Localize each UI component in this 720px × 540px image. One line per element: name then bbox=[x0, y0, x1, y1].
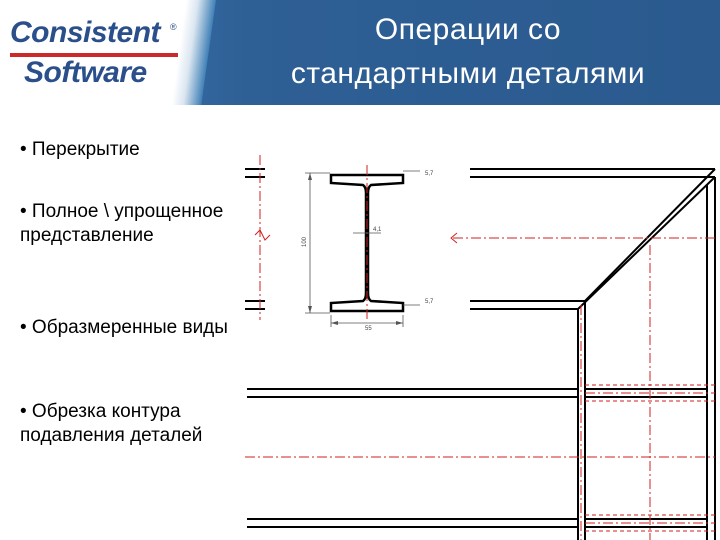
technical-drawing: 100 55 5,7 4,1 5,7 bbox=[245, 155, 716, 540]
slide-title-line2: стандартными деталями bbox=[290, 57, 646, 90]
dim-web-label: 4,1 bbox=[373, 227, 382, 233]
logo-trademark: ® bbox=[170, 22, 177, 32]
dimension-lines bbox=[305, 170, 420, 327]
slide-title: Операции со стандартными деталями bbox=[228, 8, 708, 96]
slide-title-line1: Операции со bbox=[374, 13, 562, 46]
bullet-dimensioned-views: • Образмеренные виды bbox=[20, 317, 228, 338]
dim-flange-bottom-label: 5,7 bbox=[425, 299, 434, 305]
bullet-contour-trim: • Обрезка контура подавления деталей bbox=[20, 401, 203, 446]
corner-beam bbox=[577, 168, 716, 540]
dimension-arrows bbox=[308, 173, 403, 325]
logo-text-consistent: Consistent bbox=[10, 16, 161, 49]
dim-width-label: 55 bbox=[365, 326, 372, 332]
logo-text-software: Software bbox=[24, 56, 147, 89]
hidden-lines bbox=[585, 384, 715, 532]
dim-flange-top-label: 5,7 bbox=[425, 171, 434, 177]
beam-top bbox=[245, 168, 715, 310]
logo-red-line bbox=[10, 53, 178, 57]
beam-lower bbox=[247, 388, 707, 528]
i-beam-section bbox=[329, 165, 405, 321]
bullet-full-simplified: • Полное \ упрощенное представление bbox=[20, 201, 224, 246]
dim-height-label: 100 bbox=[302, 236, 308, 247]
center-lines bbox=[245, 155, 715, 540]
bullet-overlap: • Перекрытие bbox=[20, 139, 140, 160]
dimension-text: 100 55 5,7 4,1 5,7 bbox=[302, 171, 434, 332]
logo: Consistent ® Software bbox=[0, 0, 190, 105]
break-markers bbox=[254, 229, 458, 244]
